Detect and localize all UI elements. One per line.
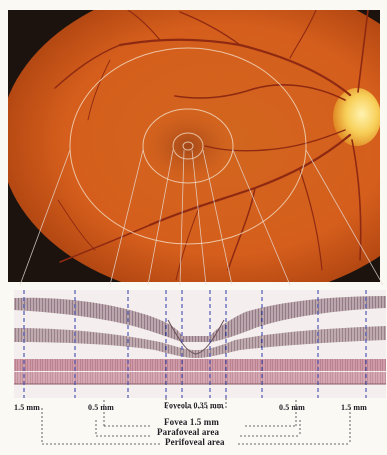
label-left-outer: 1.5 mm	[14, 404, 40, 412]
retina-cross-section	[14, 290, 386, 398]
optic-disc	[333, 88, 381, 146]
label-foveola: Foveola 0.35 mm	[164, 402, 224, 410]
label-right-outer: 1.5 mm	[341, 404, 367, 412]
fundus-photo	[0, 0, 387, 300]
label-perifoveal-area: Perifoveal area	[165, 438, 225, 447]
label-parafoveal-area: Parafoveal area	[157, 428, 219, 437]
label-left-inner: 0.5 mm	[88, 404, 114, 412]
rpe-layer	[14, 372, 386, 384]
photoreceptor-layer	[14, 359, 386, 371]
label-fovea: Fovea 1.5 mm	[164, 418, 219, 427]
label-right-inner: 0.5 mm	[279, 404, 305, 412]
